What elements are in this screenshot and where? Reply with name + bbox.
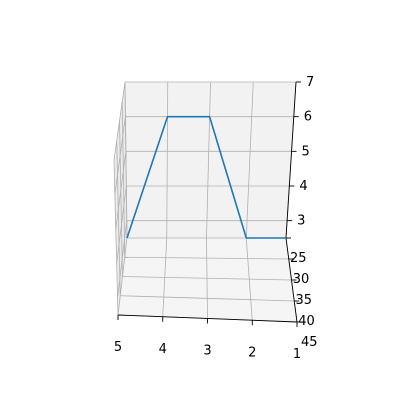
x-tick-label: 4 [159, 342, 167, 357]
x-tick-label: 2 [248, 345, 256, 360]
chart-series [126, 115, 286, 239]
x-tick-label: 3 [203, 344, 211, 359]
y-tick-label: 30 [293, 272, 310, 287]
z-tick-label: 3 [297, 214, 305, 229]
z-tick-label: 5 [302, 144, 310, 159]
gridline-y-floor [120, 295, 295, 302]
gridline-x-back [206, 81, 211, 239]
y-tick-label: 45 [301, 335, 318, 350]
pane-back [125, 82, 296, 238]
x-tick-label: 1 [293, 347, 301, 362]
gridline-y-side [121, 101, 126, 258]
gridline-y-side [124, 81, 128, 239]
z-tick-label: 4 [299, 179, 307, 194]
gridline-x-back [166, 81, 169, 239]
y-tick-label: 25 [290, 251, 307, 266]
chart-axes [117, 81, 302, 327]
series-line [126, 115, 286, 239]
chart-panes [114, 82, 297, 322]
gridline-y-floor [124, 256, 289, 260]
z-tick-label: 7 [306, 75, 314, 90]
gridline-y-side [116, 140, 121, 296]
y-tick-label: 40 [298, 314, 315, 329]
gridline-y-side [119, 120, 123, 277]
x-tick-label: 5 [114, 340, 122, 355]
z-tick-label: 6 [304, 110, 312, 125]
gridline-x-back [245, 81, 254, 239]
gridline-y-side [113, 159, 119, 316]
z-axis-line [285, 81, 297, 239]
y-tick-label: 35 [296, 293, 313, 308]
gridline-y-floor [122, 276, 292, 281]
